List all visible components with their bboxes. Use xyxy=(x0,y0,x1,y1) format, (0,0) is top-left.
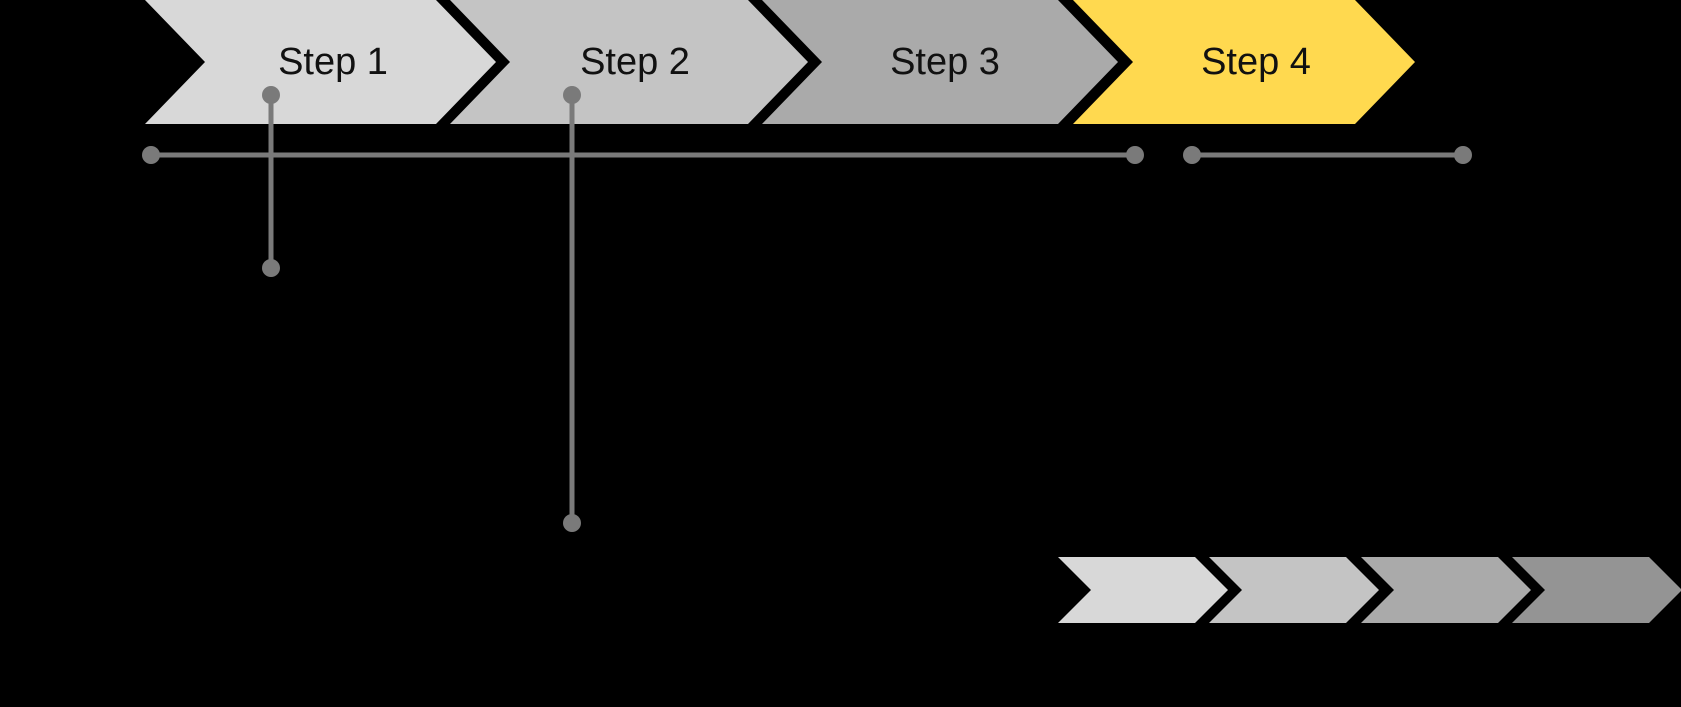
segment-left-end-dot[interactable] xyxy=(1126,146,1144,164)
process-step-label-2: Step 2 xyxy=(580,41,690,83)
dropline-1-bottom-dot[interactable] xyxy=(262,259,280,277)
process-step-label-1: Step 1 xyxy=(278,41,388,83)
segment-right-start-dot[interactable] xyxy=(1183,146,1201,164)
mini-chevron-strip xyxy=(1046,557,1681,623)
dropline-2-bottom-dot[interactable] xyxy=(563,514,581,532)
process-step-label-3: Step 3 xyxy=(890,41,1000,83)
process-step-label-4: Step 4 xyxy=(1201,41,1311,83)
segment-right-end-dot[interactable] xyxy=(1454,146,1472,164)
dropline-1-top-dot[interactable] xyxy=(262,86,280,104)
dropline-2-top-dot[interactable] xyxy=(563,86,581,104)
segment-left-start-dot[interactable] xyxy=(142,146,160,164)
